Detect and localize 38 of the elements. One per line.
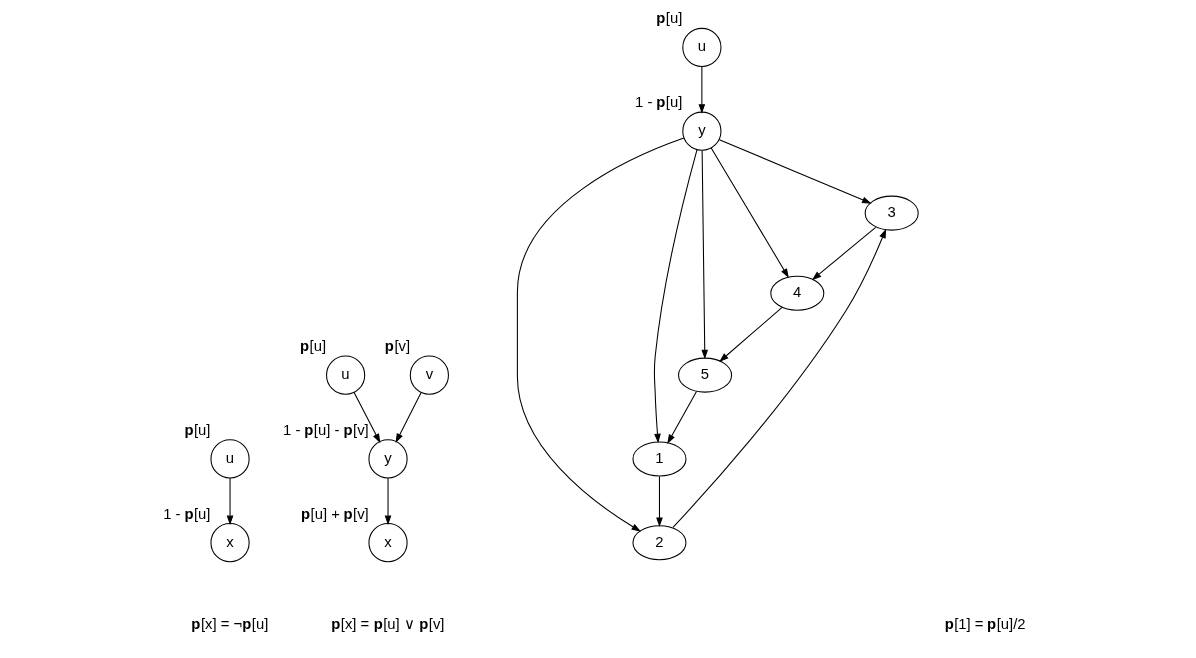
label: p[x] = p[u] ∨ p[v] bbox=[330, 616, 445, 633]
node-label: p[v] bbox=[384, 337, 410, 354]
label: p[x] = ¬p[u] bbox=[190, 616, 268, 633]
node-circle: u bbox=[209, 439, 250, 479]
node-circle: y bbox=[367, 439, 408, 479]
node-circle: v bbox=[409, 355, 449, 395]
arrow bbox=[655, 475, 663, 527]
arrow bbox=[710, 147, 789, 279]
node-label: p[u] bbox=[655, 10, 682, 27]
node-ellipse: 3 bbox=[864, 195, 919, 231]
arrow bbox=[653, 149, 697, 444]
node-circle: u bbox=[681, 27, 721, 68]
node-label: 1 - p[u] bbox=[634, 94, 682, 111]
node-label: 1 - p[u] bbox=[162, 505, 210, 522]
arrow bbox=[718, 306, 783, 362]
node-circle: x bbox=[367, 523, 408, 563]
arrow bbox=[671, 228, 886, 528]
node-label: p[u] + p[v] bbox=[300, 505, 369, 522]
node-ellipse: 4 bbox=[769, 275, 824, 311]
node-label: p[u] bbox=[299, 337, 326, 354]
node-ellipse: 1 bbox=[631, 441, 686, 477]
arrow bbox=[698, 66, 705, 114]
node-circle: u bbox=[325, 355, 365, 395]
arrow bbox=[395, 392, 422, 444]
arrow bbox=[811, 226, 876, 281]
arrow bbox=[226, 477, 233, 526]
node-ellipse: 5 bbox=[677, 357, 732, 393]
arrow bbox=[384, 477, 391, 526]
node-label: p[u] bbox=[183, 421, 210, 438]
arrow bbox=[352, 391, 380, 444]
node-label: 1 - p[u] - p[v] bbox=[282, 421, 369, 438]
label: p[1] = p[u]/2 bbox=[944, 616, 1026, 633]
node-circle: y bbox=[681, 111, 721, 151]
arrow bbox=[700, 149, 708, 360]
arrow bbox=[516, 137, 684, 532]
arrow bbox=[718, 139, 872, 204]
arrow bbox=[666, 391, 697, 444]
node-circle: x bbox=[209, 523, 250, 563]
